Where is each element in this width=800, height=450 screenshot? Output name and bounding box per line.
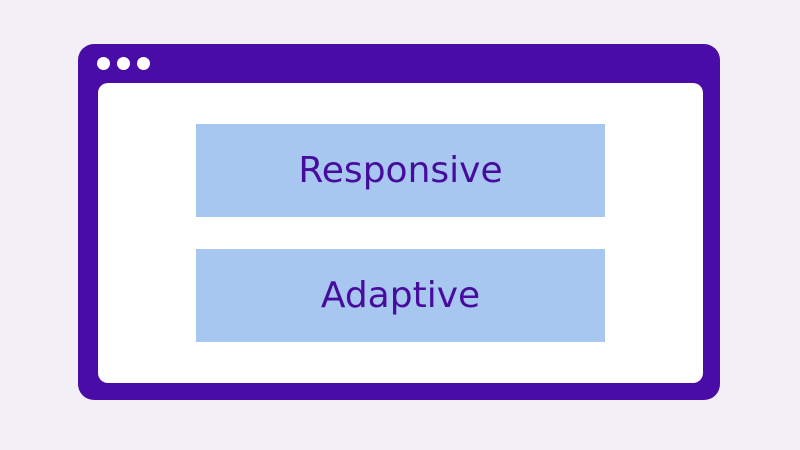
browser-content: Responsive Adaptive (98, 83, 703, 383)
window-control-dot-icon (117, 57, 130, 70)
browser-window: Responsive Adaptive (78, 44, 720, 400)
browser-titlebar (78, 44, 720, 83)
panel-adaptive: Adaptive (196, 249, 605, 342)
panel-responsive-label: Responsive (298, 149, 503, 191)
panel-responsive: Responsive (196, 124, 605, 217)
panel-adaptive-label: Adaptive (320, 274, 481, 316)
window-control-dot-icon (97, 57, 110, 70)
window-control-dot-icon (137, 57, 150, 70)
